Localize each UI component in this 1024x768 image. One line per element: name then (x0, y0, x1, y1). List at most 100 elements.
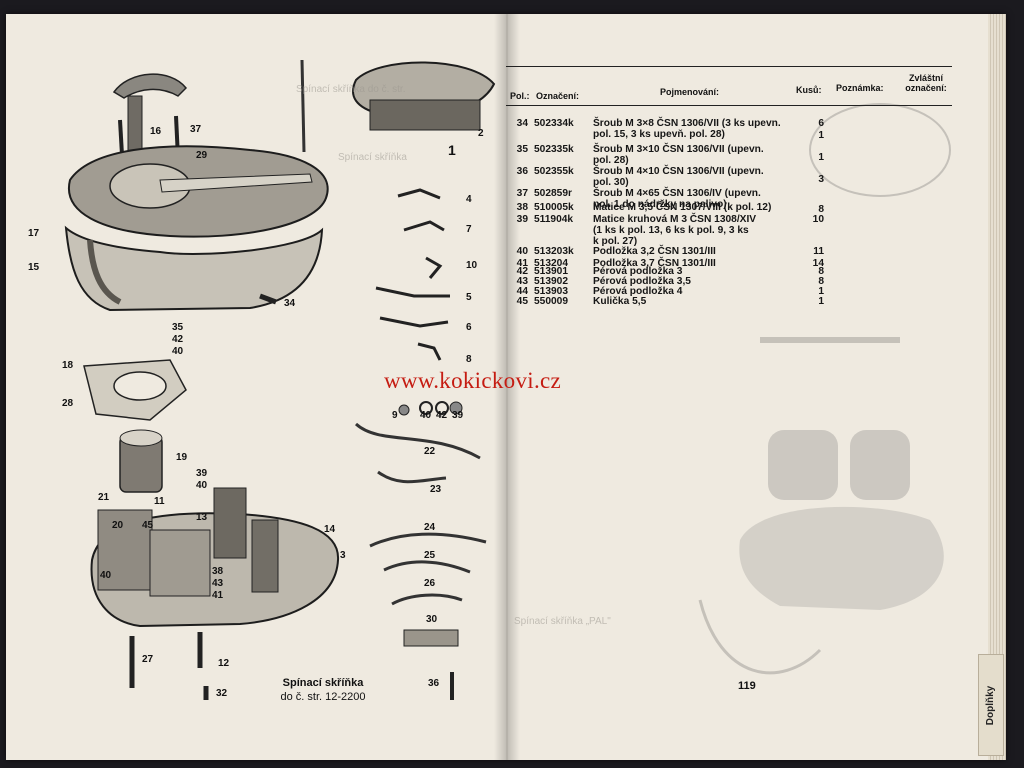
callout-43: 43 (212, 578, 224, 589)
bleed-through-drawing (698, 103, 951, 675)
callout-42b: 42 (436, 410, 448, 421)
callout-21: 21 (98, 492, 110, 503)
callout-12: 12 (218, 658, 230, 669)
row-quantity: 8 (818, 276, 824, 287)
callout-8: 8 (466, 354, 472, 365)
wire-26 (391, 593, 463, 606)
row-position: 34 (516, 118, 528, 129)
watermark: www.kokickovi.cz (384, 368, 562, 393)
row-name: Šroub M 3×10 ČSN 1306/VII (upevn. pol. 2… (593, 144, 764, 166)
callout-40d: 40 (420, 410, 432, 421)
row-quantity: 11 (813, 246, 824, 257)
row-code: 511904k (534, 214, 574, 225)
row-quantity: 1 (818, 130, 824, 141)
callout-5: 5 (466, 292, 472, 303)
row-name: Šroub M 4×65 ČSN 1306/IV (upevn. pol. 1 … (593, 188, 761, 210)
row-code: 502859r (534, 188, 572, 199)
row-position: 41 (516, 258, 528, 269)
row-name: Podložka 3,7 ČSN 1301/III (593, 258, 716, 269)
header-note: Poznámka: (836, 83, 884, 93)
row-name: Matice M 3,5 ČSN 1307/VIII (k pol. 12) (593, 202, 772, 213)
row-name: Pérová podložka 4 (593, 286, 683, 297)
wire-24 (369, 532, 487, 548)
header-special: Zvláštní označení: (905, 73, 947, 93)
callout-22: 22 (424, 446, 436, 457)
callout-45: 45 (142, 520, 154, 531)
row-quantity: 1 (818, 296, 824, 307)
callout-11: 11 (154, 496, 165, 507)
callout-40: 40 (172, 346, 184, 357)
callout-14: 14 (324, 524, 336, 535)
book-gutter (494, 14, 520, 760)
row-position: 37 (516, 188, 528, 199)
row-quantity: 10 (812, 214, 824, 225)
contact-post-right (251, 519, 279, 593)
coil-top (119, 429, 163, 447)
callout-10: 10 (466, 260, 478, 271)
spring-10 (425, 256, 443, 279)
row-code: 513902 (534, 276, 568, 287)
row-position: 36 (516, 166, 528, 177)
row-name: Kulička 5,5 (593, 296, 647, 307)
callout-34: 34 (284, 298, 296, 309)
row-quantity: 3 (818, 174, 824, 185)
washer-42 (435, 401, 449, 415)
row-quantity: 14 (812, 258, 824, 269)
callout-41: 41 (212, 590, 224, 601)
header-qty: Kusů: (796, 85, 822, 95)
callout-39: 39 (196, 468, 208, 479)
callout-23: 23 (430, 484, 442, 495)
caption-title: Spínací skříňka (282, 677, 364, 689)
row-position: 39 (516, 214, 528, 225)
callout-28: 28 (62, 398, 74, 409)
callout-37: 37 (190, 124, 202, 135)
row-name: Šroub M 4×10 ČSN 1306/VII (upevn. pol. 3… (593, 166, 764, 188)
spring-5 (375, 286, 450, 298)
row-code: 513903 (534, 286, 568, 297)
section-tab: Doplňky (978, 654, 1004, 756)
callout-3: 3 (340, 550, 346, 561)
row-quantity: 8 (818, 204, 824, 215)
callout-39b: 39 (452, 410, 464, 421)
screw-34 (259, 293, 277, 305)
spring-8 (417, 342, 442, 361)
row-name: Pérová podložka 3,5 (593, 276, 691, 287)
terminal-block-center (149, 529, 211, 597)
callout-4: 4 (466, 194, 472, 205)
row-code: 550009 (534, 296, 568, 307)
callout-25: 25 (424, 550, 436, 561)
knob-cap (112, 73, 188, 99)
spring-7 (403, 220, 445, 232)
callout-15: 15 (28, 262, 40, 273)
callout-35: 35 (172, 322, 184, 333)
row-code: 513204 (534, 258, 568, 269)
bleed-text-title: Spínací skříňka (338, 152, 407, 163)
contact-post (213, 487, 247, 559)
caption-subtitle: do č. str. 12-2200 (280, 691, 366, 703)
callout-40b: 40 (196, 480, 208, 491)
callout-40c: 40 (100, 570, 112, 581)
row-code: 513901 (534, 266, 568, 277)
row-name: Šroub M 3×8 ČSN 1306/VII (3 ks upevn. po… (593, 118, 781, 140)
row-code: 502334k (534, 118, 574, 129)
callout-1: 1 (448, 142, 456, 158)
clamp-30 (403, 629, 459, 647)
callout-30: 30 (426, 614, 438, 625)
callout-26: 26 (424, 578, 436, 589)
washer-40 (419, 401, 433, 415)
row-code: 502355k (534, 166, 574, 177)
callout-24: 24 (424, 522, 436, 533)
row-name: Matice kruhová M 3 ČSN 1308/XIV (1 ks k … (593, 214, 757, 247)
long-screw (300, 59, 306, 153)
row-quantity: 1 (818, 286, 824, 297)
row-position: 40 (516, 246, 528, 257)
row-quantity: 1 (818, 152, 824, 163)
wire-25 (383, 560, 471, 574)
spring-4 (397, 188, 441, 200)
terminal-block-left (97, 509, 153, 591)
header-name: Pojmenování: (660, 87, 720, 97)
row-code: 513203k (534, 246, 574, 257)
header-pos: Pol.: (510, 91, 530, 101)
callout-19: 19 (176, 452, 188, 463)
